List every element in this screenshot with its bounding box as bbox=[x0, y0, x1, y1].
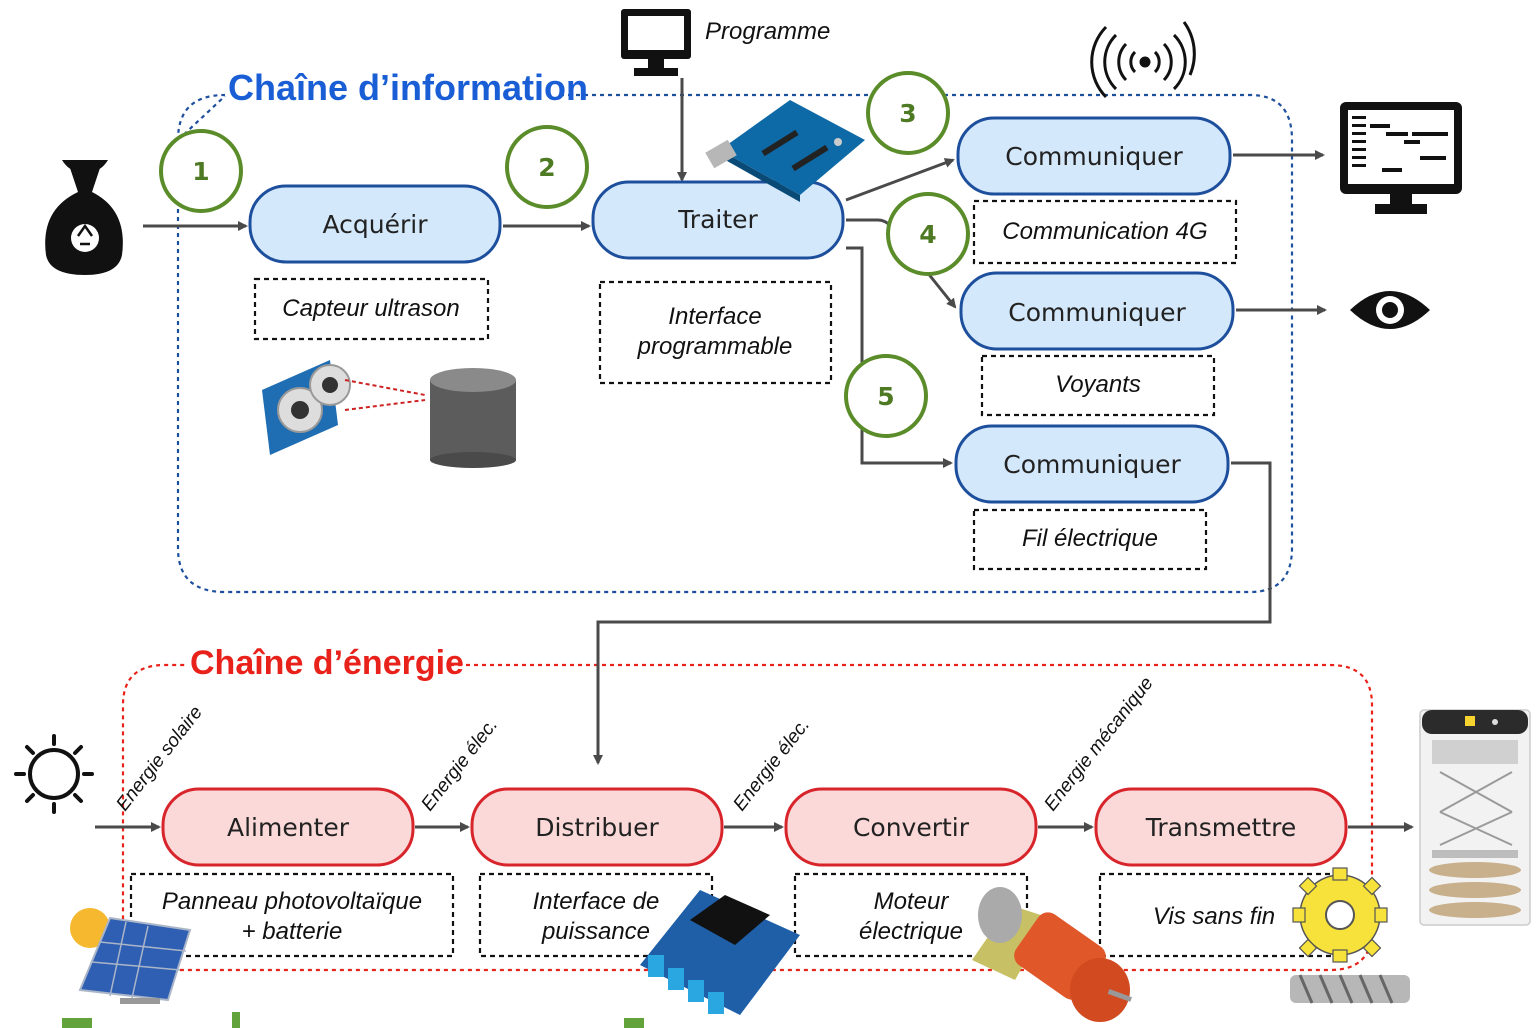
svg-text:4: 4 bbox=[919, 220, 936, 249]
fil-electrique-note: Fil électrique bbox=[972, 508, 1208, 571]
svg-text:puissance: puissance bbox=[541, 918, 650, 945]
alimenter-block: Alimenter bbox=[161, 787, 415, 867]
sun-icon bbox=[14, 734, 94, 814]
step-number-5: 5 bbox=[844, 354, 928, 438]
svg-text:électrique: électrique bbox=[859, 918, 963, 945]
footer-text-fragment bbox=[62, 1012, 644, 1028]
convertir-block: Convertir bbox=[784, 787, 1038, 867]
svg-text:Interface: Interface bbox=[668, 303, 761, 330]
dc-motor-icon bbox=[972, 887, 1132, 1022]
svg-text:Moteur: Moteur bbox=[874, 888, 950, 915]
communiquer-block-1: Communiquer bbox=[956, 116, 1232, 196]
traiter-block: Traiter bbox=[591, 180, 845, 260]
communication-4g-note: Communication 4G bbox=[972, 199, 1238, 265]
capteur-note: Capteur ultrason bbox=[253, 277, 490, 341]
wireless-signal-icon bbox=[1090, 21, 1196, 99]
svg-text:Interface de: Interface de bbox=[533, 888, 660, 915]
svg-text:Communication 4G: Communication 4G bbox=[1002, 218, 1207, 245]
acquerir-block: Acquérir bbox=[248, 184, 502, 264]
step-number-2: 2 bbox=[505, 125, 589, 209]
alimenter-label: Alimenter bbox=[227, 813, 350, 842]
svg-text:+ batterie: + batterie bbox=[242, 918, 343, 945]
transmettre-block: Transmettre bbox=[1094, 787, 1348, 867]
container-icon bbox=[430, 368, 516, 468]
programme-label: Programme bbox=[705, 18, 830, 45]
voyants-note: Voyants bbox=[980, 354, 1216, 417]
communiquer-label-3: Communiquer bbox=[1003, 450, 1181, 479]
svg-text:Fil électrique: Fil électrique bbox=[1022, 525, 1158, 552]
distribuer-label: Distribuer bbox=[535, 813, 659, 842]
traiter-label: Traiter bbox=[677, 205, 758, 234]
info-chain-title: Chaîne d’information bbox=[228, 67, 588, 108]
step-number-1: 1 bbox=[159, 129, 243, 213]
trash-bin-icon bbox=[1419, 709, 1531, 926]
communiquer-block-2: Communiquer bbox=[959, 271, 1235, 351]
svg-text:Panneau photovoltaïque: Panneau photovoltaïque bbox=[162, 888, 422, 915]
arduino-board-icon bbox=[705, 100, 865, 202]
interface-programmable-note: Interface programmable bbox=[598, 280, 833, 385]
svg-text:Capteur ultrason: Capteur ultrason bbox=[282, 295, 459, 322]
transmettre-label: Transmettre bbox=[1145, 813, 1297, 842]
svg-text:3: 3 bbox=[899, 99, 916, 128]
acquerir-label: Acquérir bbox=[322, 210, 428, 239]
energy-chain-title: Chaîne d’énergie bbox=[190, 644, 464, 682]
solar-panel-icon bbox=[70, 908, 192, 1004]
worm-gear-icon bbox=[1290, 867, 1410, 1004]
svg-text:programmable: programmable bbox=[637, 333, 793, 360]
computer-monitor-icon bbox=[621, 9, 691, 76]
ultrasonic-sensor-icon bbox=[262, 360, 426, 455]
svg-text:Voyants: Voyants bbox=[1055, 371, 1141, 398]
svg-text:1: 1 bbox=[192, 157, 209, 186]
communiquer-label-1: Communiquer bbox=[1005, 142, 1183, 171]
distribuer-block: Distribuer bbox=[470, 787, 724, 867]
communiquer-block-3: Communiquer bbox=[954, 424, 1230, 504]
step-number-4: 4 bbox=[886, 192, 970, 276]
relay-module-icon bbox=[640, 890, 800, 1015]
step-number-3: 3 bbox=[866, 71, 950, 155]
trash-bag-icon bbox=[45, 160, 123, 275]
display-screen-icon bbox=[1340, 102, 1462, 214]
communiquer-label-2: Communiquer bbox=[1008, 298, 1186, 327]
svg-text:Vis sans fin: Vis sans fin bbox=[1153, 903, 1275, 930]
svg-text:5: 5 bbox=[877, 382, 894, 411]
info-chain-frame bbox=[176, 93, 1294, 594]
eye-icon bbox=[1350, 291, 1430, 329]
convertir-label: Convertir bbox=[853, 813, 970, 842]
svg-text:2: 2 bbox=[538, 153, 555, 182]
